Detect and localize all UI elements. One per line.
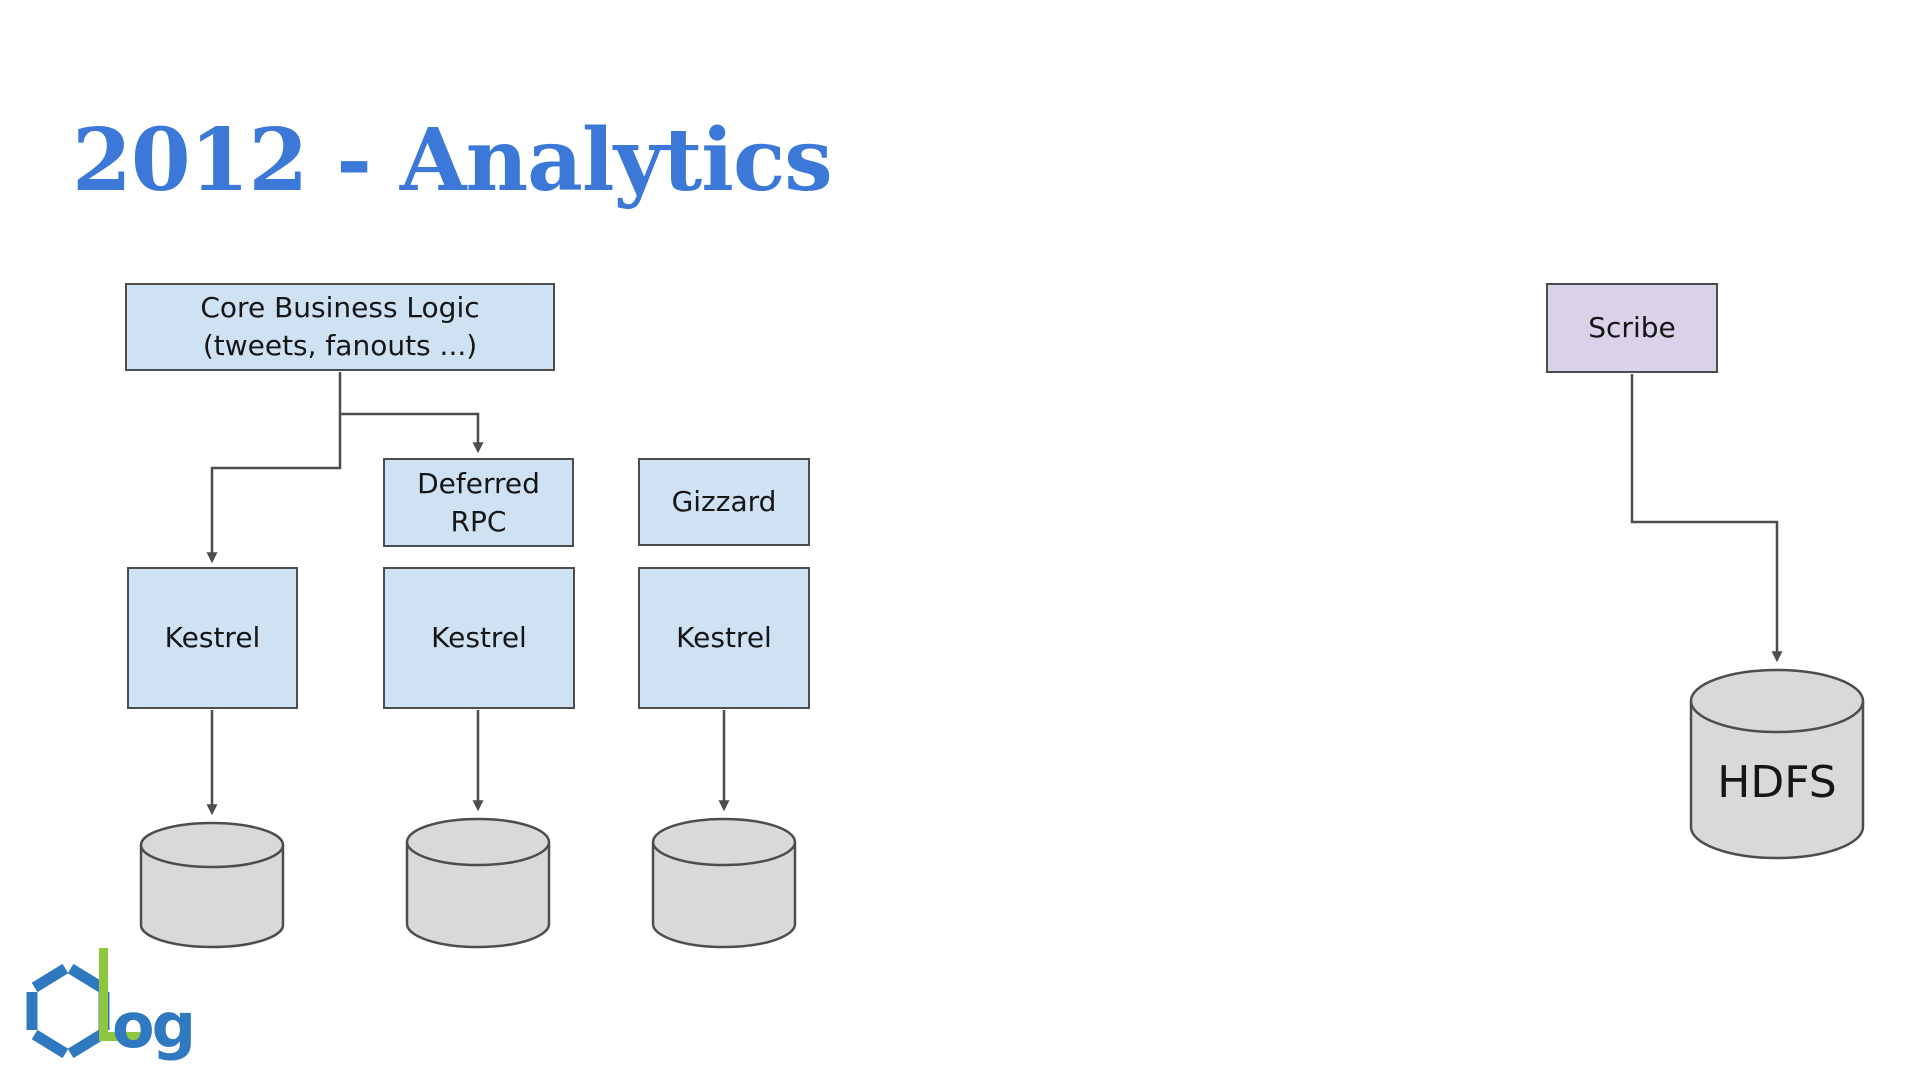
node-scribe: Scribe: [1546, 283, 1718, 373]
node-gizzard-label: Gizzard: [671, 485, 777, 519]
node-kestrel-3-label: Kestrel: [676, 621, 772, 655]
node-scribe-label: Scribe: [1588, 311, 1676, 345]
connector-core-to-deferred-rpc: [338, 372, 484, 454]
node-kestrel-1: Kestrel: [127, 567, 298, 709]
node-deferred-rpc: Deferred RPC: [383, 458, 574, 547]
node-kestrel-2-label: Kestrel: [431, 621, 527, 655]
hexagon-icon: [26, 963, 110, 1059]
site-logo: og: [26, 948, 196, 1062]
node-kestrel-2: Kestrel: [383, 567, 575, 709]
slide-title: 2012 - Analytics: [72, 110, 833, 211]
node-core-business-logic: Core Business Logic (tweets, fanouts ...…: [125, 283, 555, 371]
node-deferred-rpc-line1: Deferred: [417, 466, 540, 500]
logo-text: og: [112, 989, 193, 1062]
cylinder-store-2: [405, 817, 551, 949]
logo-green-l: [99, 948, 142, 1041]
node-core-line1: Core Business Logic: [200, 291, 480, 325]
connector-core-to-kestrel-1: [206, 414, 342, 564]
cylinder-store-1: [139, 821, 285, 949]
node-gizzard: Gizzard: [638, 458, 810, 546]
hdfs-label: HDFS: [1717, 757, 1837, 808]
node-deferred-rpc-line2: RPC: [450, 504, 507, 538]
cylinder-store-3: [651, 817, 797, 949]
node-core-line2: (tweets, fanouts ...): [202, 329, 478, 362]
node-kestrel-1-label: Kestrel: [164, 621, 261, 655]
cylinder-hdfs: [1689, 668, 1865, 860]
node-kestrel-3: Kestrel: [638, 567, 810, 709]
connector-scribe-to-hdfs: [1630, 374, 1783, 663]
